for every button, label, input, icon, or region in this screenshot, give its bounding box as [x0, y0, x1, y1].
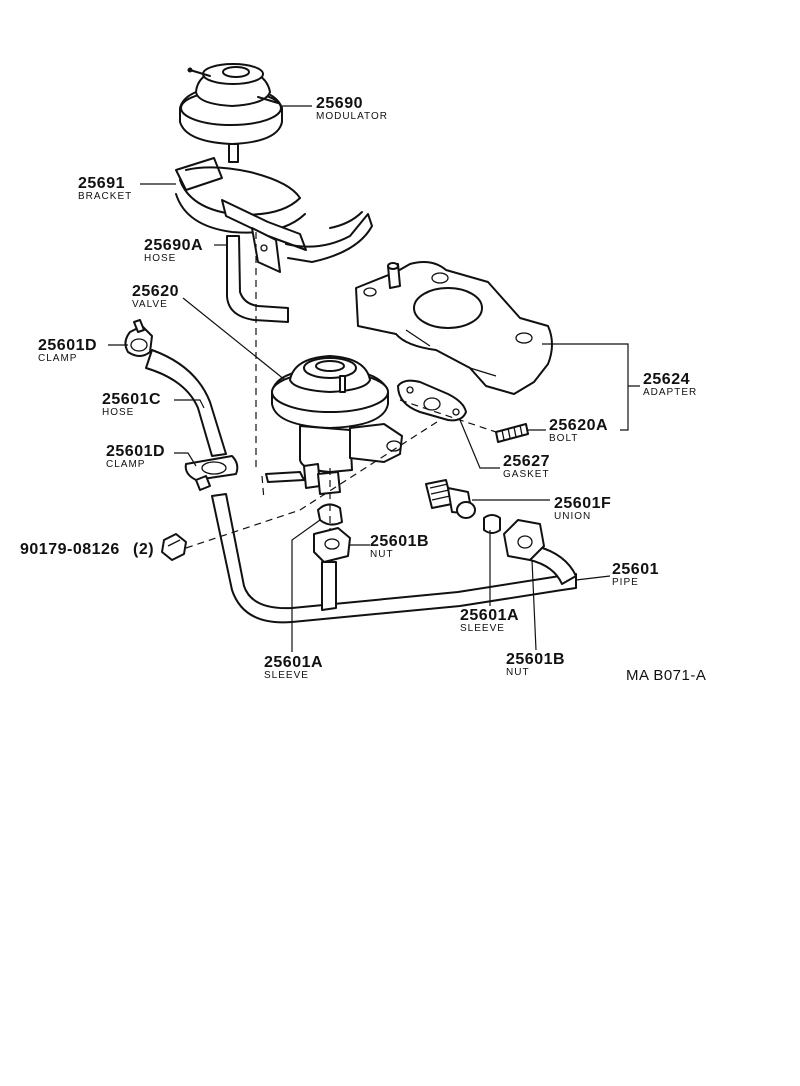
clamp-low-name: CLAMP	[106, 459, 146, 470]
union-part	[425, 479, 476, 519]
nut-right-part	[503, 519, 545, 561]
plug-qty: (2)	[133, 541, 155, 558]
adapter-number: 25624	[643, 371, 690, 388]
sleeve-right-number: 25601A	[460, 607, 520, 624]
bolt-number: 25620A	[549, 417, 609, 434]
modulator-number: 25690	[316, 95, 363, 112]
pipe-number: 25601	[612, 561, 659, 578]
bracket-name: BRACKET	[78, 191, 133, 202]
hose-a-name: HOSE	[144, 253, 177, 264]
hose-25601c-part	[145, 349, 227, 457]
adapter-name: ADAPTER	[643, 387, 698, 398]
sleeve-left-number: 25601A	[264, 654, 324, 671]
union-number: 25601F	[554, 495, 612, 512]
pipe-part	[211, 493, 577, 624]
bracket-number: 25691	[78, 175, 125, 192]
bolt-name: BOLT	[549, 433, 579, 444]
gasket-name: GASKET	[503, 469, 550, 480]
nut-right-name: NUT	[506, 667, 530, 678]
sleeve-left-name: SLEEVE	[264, 670, 309, 681]
figure-code: MA B071-A	[626, 667, 707, 684]
valve-name: VALVE	[132, 299, 168, 310]
sleeve-left-part	[317, 503, 343, 526]
adapter-part	[355, 261, 553, 395]
modulator-name: MODULATOR	[316, 111, 388, 122]
hose-a-number: 25690A	[144, 237, 204, 254]
gasket-part	[397, 379, 467, 422]
nut-left-number: 25601B	[370, 533, 430, 550]
nut-right-number: 25601B	[506, 651, 566, 668]
plug-part	[161, 533, 187, 561]
bracket-part	[175, 157, 373, 273]
pipe-name: PIPE	[612, 577, 639, 588]
modulator-part	[179, 63, 283, 163]
plug-number: 90179-08126	[20, 541, 120, 558]
clamp-top-number: 25601D	[38, 337, 98, 354]
bolt-part	[495, 423, 529, 443]
hose-c-name: HOSE	[102, 407, 135, 418]
clamp-top-name: CLAMP	[38, 353, 78, 364]
union-name: UNION	[554, 511, 592, 522]
gasket-number: 25627	[503, 453, 550, 470]
nut-left-part	[313, 527, 351, 563]
clamp-top-part	[124, 319, 153, 357]
alignment-lines	[185, 232, 497, 549]
sleeve-right-part	[483, 514, 501, 534]
hose-25690a-part	[226, 235, 289, 323]
clamp-low-number: 25601D	[106, 443, 166, 460]
valve-part	[265, 355, 403, 495]
hose-c-number: 25601C	[102, 391, 162, 408]
clamp-low-part	[184, 455, 239, 491]
nut-left-name: NUT	[370, 549, 394, 560]
valve-number: 25620	[132, 283, 179, 300]
sleeve-right-name: SLEEVE	[460, 623, 505, 634]
leader-lines	[108, 105, 640, 652]
